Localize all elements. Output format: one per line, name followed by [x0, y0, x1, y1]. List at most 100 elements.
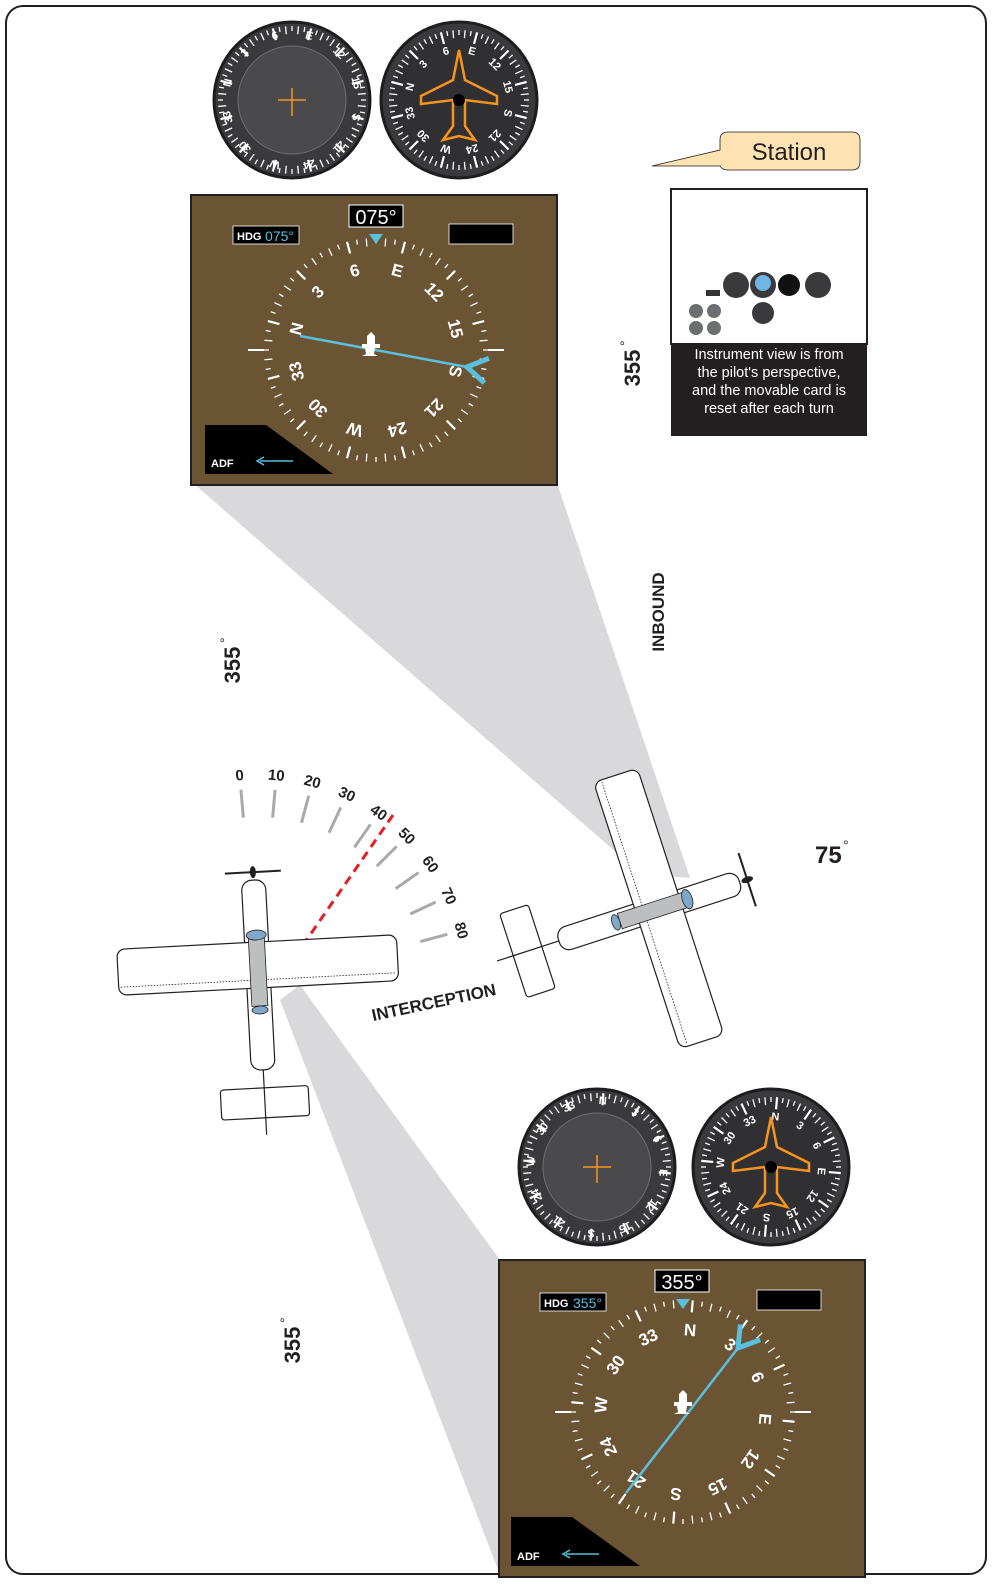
dg-top-label-S: S	[349, 112, 362, 122]
caption-line-1: Instrument view is from	[694, 347, 844, 363]
protractor-tick-70	[409, 900, 437, 916]
protractor-tick-50	[375, 845, 398, 868]
rmi-bottom-label-12: 12	[804, 1187, 821, 1204]
pfd-bottom-card-N: N	[683, 1320, 697, 1340]
protractor-label-20: 20	[302, 772, 323, 793]
rmi-bottom-label-21: 21	[734, 1200, 751, 1217]
rmi-bottom-label-W: W	[715, 1156, 728, 1168]
dg-bottom-label-12: 12	[643, 1196, 660, 1213]
heading-355-top: 355	[620, 350, 645, 387]
rmi-bottom-label-30: 30	[722, 1130, 739, 1147]
pfd-bottom-heading-box: 355°	[661, 1272, 702, 1294]
dg-top-label-15: 15	[348, 75, 363, 90]
protractor-label-50: 50	[395, 825, 419, 849]
protractor-label-30: 30	[336, 783, 358, 805]
rmi-bottom-label-E: E	[815, 1167, 828, 1175]
dg-bottom-label-N: N	[598, 1095, 607, 1108]
rmi-bottom-label-N: N	[771, 1111, 780, 1124]
pfd-top-card-24: 24	[385, 418, 409, 441]
pfd-top-card-N: N	[286, 320, 308, 337]
protractor-tick-40	[353, 823, 372, 849]
protractor-label-80: 80	[450, 920, 471, 941]
dg-bottom-label-30: 30	[535, 1121, 552, 1138]
dg-top-label-33: 33	[221, 110, 236, 125]
pfd-bottom-card-W: W	[591, 1395, 611, 1414]
pfd-top-card-33: 33	[285, 360, 308, 383]
pfd-top-hdg-label: HDG	[237, 231, 261, 243]
interception-label: INTERCEPTION	[370, 980, 498, 1025]
heading-75-label: 75	[815, 842, 842, 869]
rmi-top-label-24: 24	[464, 141, 480, 156]
heading-indicator-bottom: N 3 6E 12 15 S 21 24 W 30 33	[517, 1087, 677, 1247]
degree-355-bottom: °	[277, 1317, 293, 1323]
dg-bottom-label-6: 6	[650, 1134, 663, 1145]
dg-bottom-label-24: 24	[529, 1186, 545, 1203]
dg-bottom-label-S: S	[587, 1226, 595, 1239]
rmi-top-label-N: N	[404, 82, 418, 93]
bottom-view-beam	[280, 985, 500, 1575]
degree-355-mid: °	[217, 637, 233, 643]
dg-bottom-label-21: 21	[551, 1213, 568, 1230]
pfd-top-heading-box: 075°	[355, 207, 396, 229]
dg-bottom-label-33: 33	[561, 1099, 577, 1115]
dg-bottom-label-W: W	[525, 1155, 538, 1167]
dg-top-label-24: 24	[301, 156, 317, 171]
airplane-inbound	[452, 743, 798, 1096]
rmi-bottom-label-24: 24	[717, 1179, 733, 1196]
pfd-bottom-hdg-value: 355°	[573, 1295, 602, 1311]
rmi-top-label-E: E	[467, 45, 477, 58]
pfd-bottom-adf-label: ADF	[517, 1551, 540, 1563]
protractor-label-40: 40	[367, 801, 390, 824]
station-label: Station	[752, 139, 827, 166]
top-view-beam	[193, 483, 690, 878]
rmi-bottom-label-33: 33	[742, 1114, 758, 1130]
dg-bottom-label-3: 3	[629, 1106, 641, 1119]
dg-top-label-E: E	[304, 30, 314, 43]
dg-top-label-W: W	[268, 156, 282, 170]
rmi-bottom-label-3: 3	[794, 1119, 806, 1132]
rmi-bottom-label-S: S	[762, 1211, 770, 1224]
dg-top-label-6: 6	[270, 30, 279, 43]
pfd-top-card-15: 15	[444, 317, 467, 340]
protractor-label-60: 60	[418, 853, 441, 876]
station-callout	[651, 131, 861, 171]
dg-bottom-label-E: E	[656, 1169, 669, 1177]
heading-355-mid: 355	[220, 647, 245, 684]
caption-line-4: reset after each turn	[704, 401, 834, 417]
caption-line-2: the pilot's perspective,	[697, 365, 841, 381]
inbound-label: INBOUND	[649, 572, 668, 651]
dg-bottom-label-15: 15	[617, 1219, 633, 1235]
pfd-top-adf-label: ADF	[211, 458, 234, 470]
pfd-top-card-W: W	[344, 418, 365, 441]
pfd-bottom-card-E: E	[755, 1413, 775, 1426]
protractor-tick-0	[239, 789, 245, 818]
rmi-top-label-W: W	[439, 141, 453, 155]
instrument-panel-thumbnail	[670, 188, 868, 345]
protractor-tick-20	[300, 795, 311, 824]
heading-355-bottom: 355	[280, 1327, 305, 1364]
pfd-bottom-card-S: S	[669, 1484, 682, 1504]
rmi-top-label-6: 6	[442, 45, 451, 58]
rmi-top-label-S: S	[501, 108, 514, 118]
pfd-bottom-hdg-label: HDG	[544, 1298, 568, 1310]
protractor-label-0: 0	[235, 767, 245, 785]
pfd-top-card-E: E	[389, 260, 405, 281]
protractor-tick-10	[271, 789, 277, 818]
rmi-top-label-33: 33	[403, 105, 418, 120]
protractor-tick-60	[394, 871, 420, 890]
protractor-tick-80	[419, 932, 448, 943]
caption-line-3: and the movable card is	[692, 383, 846, 399]
dg-top-label-N: N	[221, 77, 235, 88]
rmi-top-label-15: 15	[500, 80, 515, 95]
pfd-top-hdg-value: 075°	[265, 228, 294, 244]
degree-355-top: °	[617, 340, 633, 346]
degree-75: °	[843, 837, 849, 853]
protractor-label-10: 10	[267, 767, 285, 785]
